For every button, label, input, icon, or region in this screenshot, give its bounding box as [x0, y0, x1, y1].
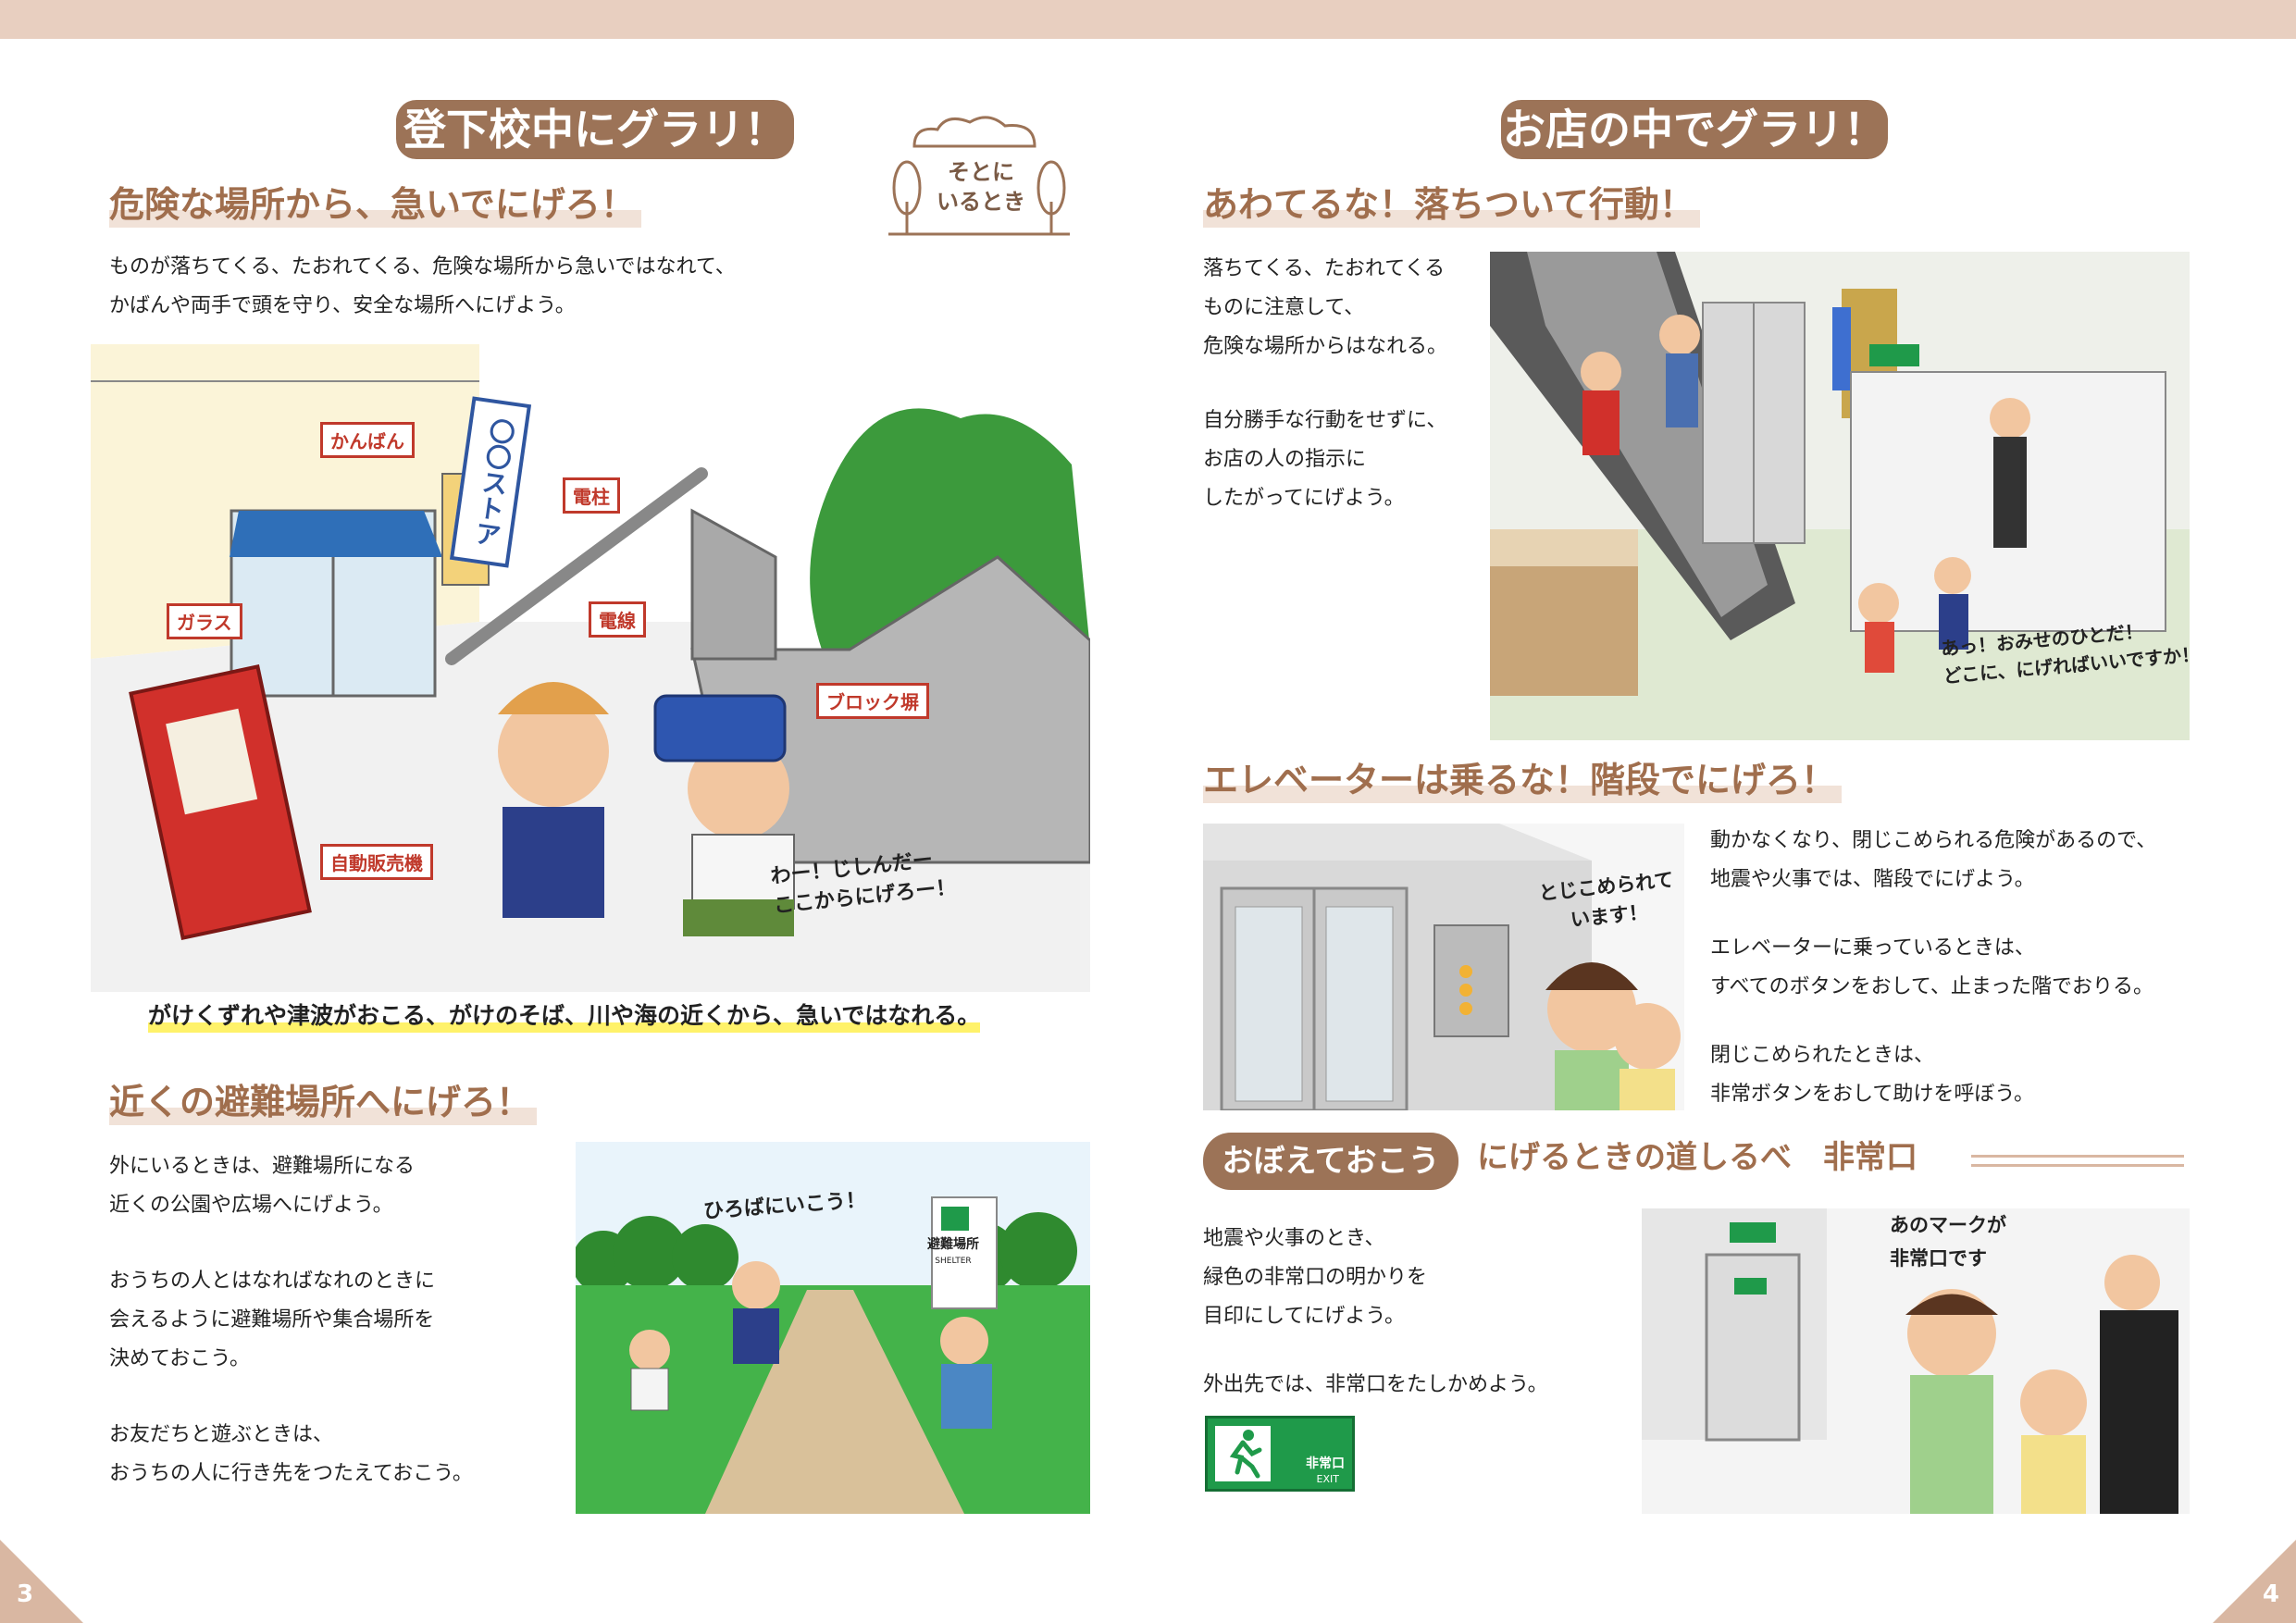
park-evacuation-illustration [576, 1142, 1090, 1514]
emergency-exit-illustration [1642, 1208, 2190, 1514]
left-page-number: 3 [17, 1580, 34, 1608]
exit-sign-en: EXIT [1316, 1473, 1339, 1485]
left-section2-body2: おうちの人とはなればなれのときに 会えるように避難場所や集合場所を 決めておこう… [109, 1270, 436, 1370]
right-section1-heading: あわてるな！落ちついて行動！ [1203, 181, 1700, 228]
left-section2-body1: 外にいるときは、避難場所になる 近くの公園や広場へにげよう。 [109, 1155, 416, 1217]
left-section2-heading: 近くの避難場所へにげろ！ [109, 1079, 538, 1125]
kanban-label: かんばん [320, 422, 415, 458]
right-section3-heading: にげるときの道しるべ 非常口 [1477, 1139, 1917, 1176]
block-wall-label: ブロック塀 [816, 683, 929, 719]
right-section2-body3: 閉じこめられたときは、 非常ボタンをおして助けを呼ぼう。 [1710, 1044, 2035, 1106]
left-highlight-line: がけくずれや津波がおこる、がけのそば、川や海の近くから、急いではなれる。 [148, 999, 981, 1033]
right-section3-body2: 外出先では、非常口をたしかめよう。 [1203, 1373, 1548, 1396]
right-page-number: 4 [2262, 1580, 2279, 1608]
shelter-sign: 避難場所 SHELTER [927, 1237, 979, 1266]
right-page-corner [2213, 1540, 2296, 1623]
right-speech-3: あのマークが 非常口です [1890, 1214, 2006, 1270]
running-person-icon [1215, 1426, 1271, 1481]
exit-sign-jp: 非常口 [1306, 1456, 1345, 1471]
right-section1-body2: 自分勝手な行動をせずに、 お店の人の指示に したがってにげよう。 [1203, 409, 1447, 510]
power-line-label: 電線 [589, 601, 646, 638]
glass-label: ガラス [167, 603, 242, 639]
cloud-tree-icon [888, 116, 1070, 236]
left-page-corner [0, 1540, 83, 1623]
right-section2-heading: エレベーターは乗るな！階段でにげろ！ [1203, 757, 1843, 803]
outside-badge-text: そとに いるとき [937, 159, 1025, 215]
left-page-title: 登下校中にグラリ！ [396, 100, 794, 159]
left-section1-heading: 危険な場所から、急いでにげろ！ [109, 181, 641, 228]
right-page-title: お店の中でグラリ！ [1501, 100, 1888, 159]
right-section1-body1: 落ちてくる、たおれてくる ものに注意して、 危険な場所からはなれる。 [1203, 257, 1448, 358]
right-section3-body1: 地震や火事のとき、 緑色の非常口の明かりを 目印にしてにげよう。 [1203, 1227, 1428, 1328]
exit-sign: 非常口 EXIT [1205, 1416, 1355, 1492]
left-section2-body3: お友だちと遊ぶときは、 おうちの人に行き先をつたえておこう。 [109, 1423, 473, 1485]
section3-rule-2 [1971, 1164, 2184, 1167]
right-section2-body1: 動かなくなり、閉じこめられる危険があるので、 地震や火事では、階段でにげよう。 [1710, 829, 2157, 891]
vending-machine-label: 自動販売機 [320, 844, 433, 880]
utility-pole-label: 電柱 [563, 477, 620, 514]
remember-label: おぼえておこう [1203, 1133, 1458, 1190]
right-section2-body2: エレベーターに乗っているときは、 すべてのボタンをおして、止まった階でおりる。 [1710, 936, 2153, 998]
store-escalator-illustration [1490, 252, 2190, 740]
top-bar [0, 0, 2296, 39]
left-section1-body: ものが落ちてくる、たおれてくる、危険な場所から急いではなれて、 かばんや両手で頭… [109, 255, 736, 317]
section3-rule [1971, 1155, 2184, 1158]
elevator-illustration [1203, 824, 1684, 1110]
